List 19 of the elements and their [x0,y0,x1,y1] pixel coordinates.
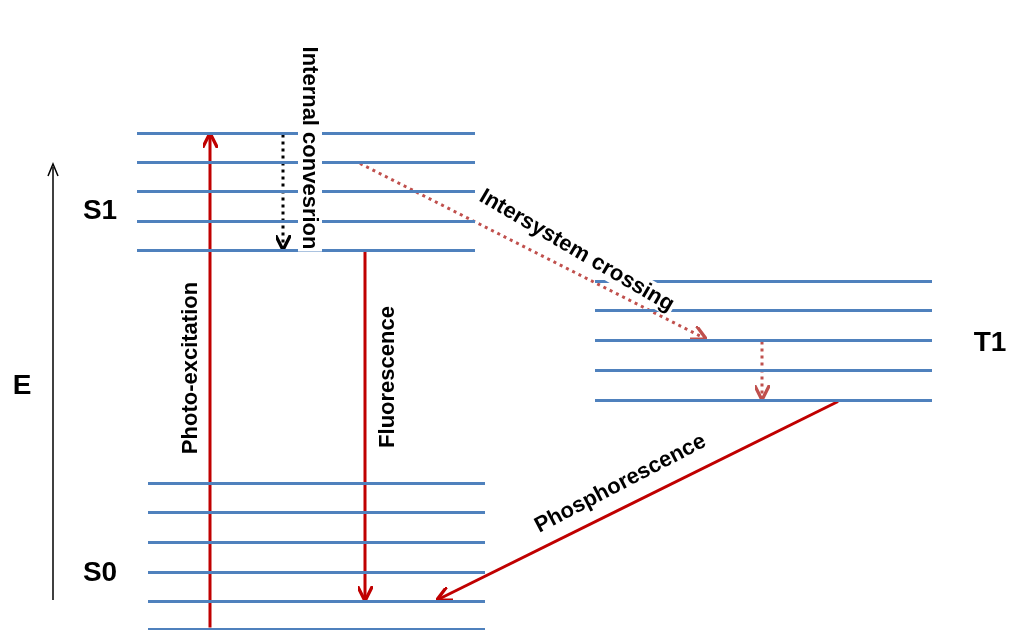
state-label: S1 [82,194,118,226]
arrow [273,134,293,252]
energy-level-line [595,338,932,342]
energy-level-line [148,570,485,574]
energy-level-line [137,248,475,252]
energy-level-line [595,398,932,402]
arrow [359,162,708,341]
state-label: S0 [82,556,118,588]
state-label: E [12,369,32,401]
energy-level-line [148,481,485,485]
arrow [355,251,375,603]
energy-level-line [148,599,485,603]
energy-level-line [148,510,485,514]
arrow [435,400,839,602]
energy-level-line [595,368,932,372]
energy-level-line [148,627,485,630]
arrow [752,341,772,402]
energy-level-line [148,540,485,544]
state-label: T1 [973,326,1007,358]
